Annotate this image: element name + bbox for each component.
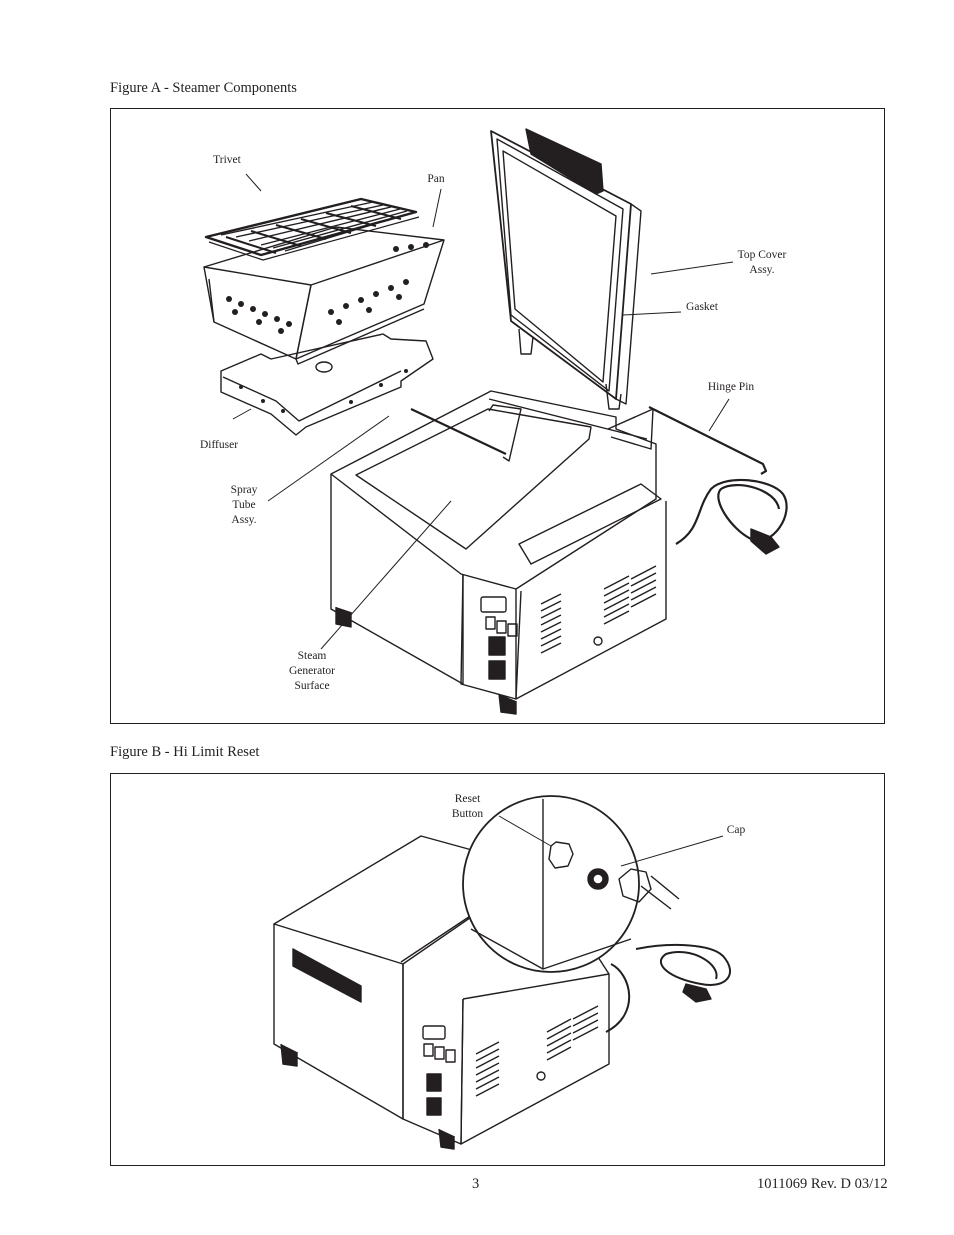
hinge-pin-label: Hinge Pin bbox=[707, 381, 755, 393]
reset-button-label: Reset Button bbox=[451, 793, 484, 820]
pan-label: Pan bbox=[427, 173, 445, 185]
steam-generator-label: Steam Generator Surface bbox=[289, 650, 335, 692]
figure-b-frame: Reset Button Cap bbox=[110, 773, 885, 1166]
figure-a-leader-lines bbox=[232, 173, 734, 650]
steamer-base-drawing bbox=[330, 390, 667, 715]
document-revision: 1011069 Rev. D 03/12 bbox=[757, 1176, 888, 1192]
spray-tube-label: Spray Tube Assy. bbox=[230, 484, 258, 526]
page-number: 3 bbox=[472, 1176, 480, 1192]
pan-drawing bbox=[203, 226, 445, 373]
hinge-pin-drawing bbox=[648, 406, 768, 475]
magnified-detail-drawing bbox=[462, 795, 680, 973]
gasket-label: Gasket bbox=[686, 301, 718, 313]
figure-a-caption: Figure A - Steamer Components bbox=[110, 80, 297, 96]
diffuser-label: Diffuser bbox=[199, 439, 239, 451]
figure-b-caption: Figure B - Hi Limit Reset bbox=[110, 744, 260, 760]
diffuser-drawing bbox=[220, 333, 434, 436]
power-cord-drawing bbox=[675, 478, 788, 555]
top-cover-label: Top Cover Assy. bbox=[737, 249, 787, 276]
figure-a-frame: Trivet Pan Top Cover Assy. Gasket Hinge … bbox=[110, 108, 885, 724]
steamer-components-illustration bbox=[203, 128, 788, 715]
hi-limit-reset-illustration bbox=[273, 795, 731, 1150]
cap-label: Cap bbox=[726, 824, 746, 836]
power-cord-b-drawing bbox=[605, 943, 731, 1033]
top-cover-drawing bbox=[490, 128, 642, 410]
trivet-label: Trivet bbox=[213, 154, 241, 166]
figure-b-leader-lines bbox=[498, 815, 724, 867]
trivet-drawing bbox=[204, 197, 420, 261]
